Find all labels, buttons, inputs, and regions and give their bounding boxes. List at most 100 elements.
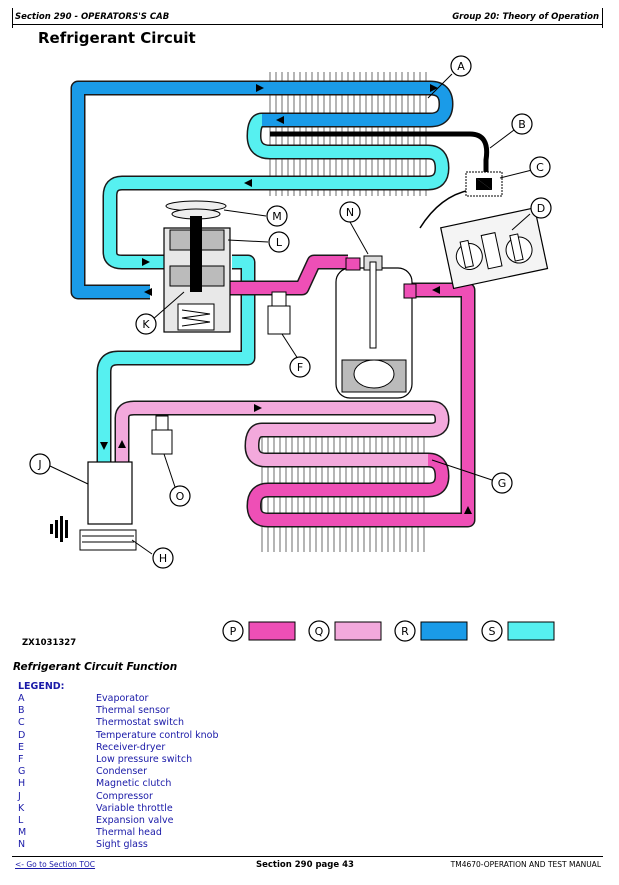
callout-label-o: O — [176, 490, 185, 503]
swatch-label-q: Q — [315, 625, 324, 638]
callout-label-l: L — [276, 236, 283, 249]
legend-label: Thermal head — [96, 827, 162, 839]
legend-key: D — [18, 729, 26, 741]
swatch-label-r: R — [401, 625, 409, 638]
legend-item: F Low pressure switch — [18, 754, 219, 766]
low-pressure-switch — [271, 291, 287, 307]
legend-key: L — [18, 815, 24, 827]
legend-label: Magnetic clutch — [96, 778, 172, 790]
manual-title: TM4670-OPERATION AND TEST MANUAL — [450, 860, 601, 869]
legend-item: K Variable throttle — [18, 803, 219, 815]
callout-label-c: C — [536, 161, 544, 174]
callout-m — [266, 205, 288, 227]
callout-label-d: D — [537, 202, 545, 215]
callout-g — [491, 472, 513, 494]
legend-key: F — [18, 754, 24, 766]
legend-item: M Thermal head — [18, 827, 219, 839]
speaker-symbol — [50, 516, 68, 542]
control-panel — [440, 207, 549, 290]
color-key: P Q R S — [222, 620, 555, 642]
callout-label-a: A — [457, 60, 465, 73]
callout-c — [529, 156, 551, 178]
legend-label: Condenser — [96, 766, 148, 778]
legend-item: J Compressor — [18, 791, 219, 803]
legend-item: B Thermal sensor — [18, 705, 219, 717]
callout-label-n: N — [346, 206, 354, 219]
legend-key: M — [18, 827, 27, 839]
callout-n — [339, 201, 361, 223]
legend-item: C Thermostat switch — [18, 717, 219, 729]
pressure-switch-o — [155, 415, 169, 431]
legend-title: LEGEND: — [18, 681, 65, 692]
callout-leaders — [49, 73, 533, 555]
page-title: Refrigerant Circuit — [38, 29, 196, 47]
callout-label-m: M — [272, 210, 282, 223]
expansion-valve — [163, 200, 231, 333]
figure-id: ZX1031327 — [22, 638, 77, 648]
legend-item: L Expansion valve — [18, 815, 219, 827]
flow-arrows — [100, 84, 472, 514]
callout-h — [152, 547, 174, 569]
magnetic-clutch — [79, 529, 137, 551]
legend-label: Thermostat switch — [96, 717, 185, 729]
receiver-dryer — [335, 255, 417, 399]
legend-key: B — [18, 705, 25, 717]
legend-key: G — [18, 766, 26, 778]
legend-key: J — [18, 790, 21, 802]
legend-label: Low pressure switch — [96, 754, 193, 766]
legend-item: G Condenser — [18, 766, 219, 778]
swatch-s — [507, 621, 555, 641]
legend-item: N Sight glass — [18, 839, 219, 851]
callout-k — [135, 313, 157, 335]
callout-label-f: F — [297, 361, 303, 374]
swatch-r — [420, 621, 468, 641]
legend-item: H Magnetic clutch — [18, 778, 219, 790]
page-number: Section 290 page 43 — [256, 860, 354, 870]
header-left-rule — [12, 8, 13, 28]
legend-label: Receiver-dryer — [96, 741, 166, 753]
legend-label: Sight glass — [96, 839, 148, 851]
callout-o — [169, 485, 191, 507]
swatch-label-s: S — [489, 625, 496, 638]
legend-key: K — [18, 802, 25, 814]
legend-label: Temperature control knob — [96, 729, 219, 741]
footer-rule — [12, 856, 603, 857]
header-rule — [12, 24, 603, 25]
legend-key: E — [18, 741, 25, 753]
callout-f — [289, 356, 311, 378]
swatch-p — [248, 621, 296, 641]
legend-key: N — [18, 839, 26, 851]
legend-item: A Evaporator — [18, 693, 219, 705]
callout-a — [450, 55, 472, 77]
callout-label-g: G — [498, 477, 507, 490]
legend-label: Expansion valve — [96, 815, 174, 827]
legend-label: Variable throttle — [96, 802, 173, 814]
legend-item: D Temperature control knob — [18, 730, 219, 742]
swatch-q — [334, 621, 382, 641]
header-section: Section 290 - OPERATORS'S CAB — [15, 12, 170, 22]
callout-l — [268, 231, 290, 253]
legend-key: A — [18, 693, 25, 704]
swatch-label-p: P — [230, 625, 237, 638]
callout-b — [511, 113, 533, 135]
callout-label-b: B — [518, 118, 526, 131]
function-title: Refrigerant Circuit Function — [13, 661, 178, 673]
compressor — [87, 461, 133, 525]
legend-label: Evaporator — [96, 693, 149, 704]
legend-item: E Receiver-dryer — [18, 742, 219, 754]
legend-list: A Evaporator B Thermal sensor C Thermostat … — [18, 693, 219, 852]
callout-label-j: J — [37, 458, 41, 471]
legend-label: Thermal sensor — [96, 705, 170, 717]
legend-key: H — [18, 778, 26, 790]
callout-circles — [29, 55, 552, 569]
legend-label: Compressor — [96, 790, 153, 802]
callout-d — [530, 197, 552, 219]
callout-j — [29, 453, 51, 475]
toc-link[interactable]: <- Go to Section TOC — [15, 860, 96, 869]
header-group: Group 20: Theory of Operation — [452, 12, 599, 22]
header-right-rule — [602, 8, 603, 28]
callout-label-k: K — [142, 318, 150, 331]
legend-key: C — [18, 717, 25, 729]
callout-label-h: H — [159, 552, 167, 565]
